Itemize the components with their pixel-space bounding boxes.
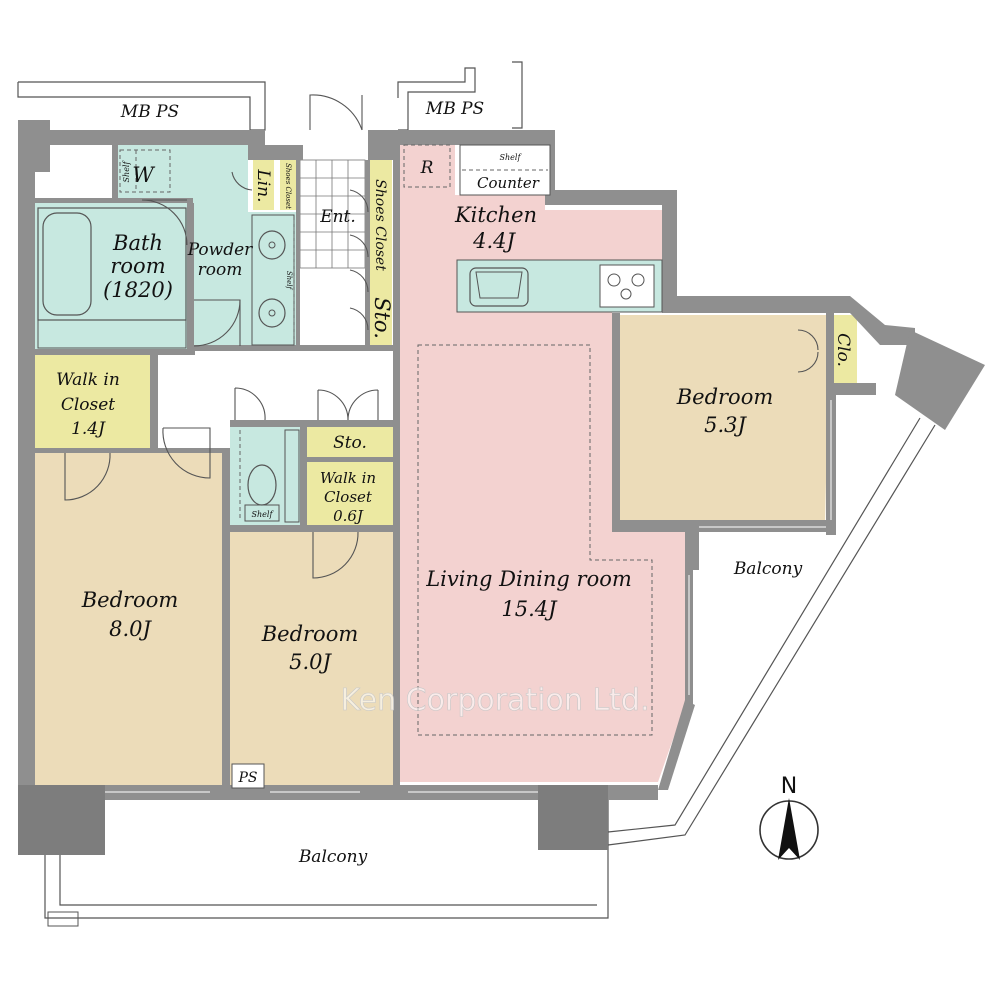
ps-bottom-label: PS <box>237 770 257 786</box>
storage-mid-floor <box>307 427 393 457</box>
refrigerator-space <box>403 144 451 188</box>
wic2-label-line1: Walk in <box>320 469 376 487</box>
mb-ps-left-label: MB PS <box>120 102 179 122</box>
bathtub <box>37 207 187 349</box>
labels: MB PS MB PS W Shelf Bath room (1820) Pow… <box>56 99 853 867</box>
closet-ne-label: Clo. <box>833 333 853 367</box>
walk-in-closet-2-floor <box>307 462 393 525</box>
living-room-dashed-area <box>417 344 653 736</box>
toilet-fixture <box>239 429 300 523</box>
bedroom-sw-name: Bedroom <box>81 588 179 612</box>
shoes-closet-small-label: Shoes Closet <box>284 163 292 209</box>
kitchen-name: Kitchen <box>454 203 537 227</box>
entrance-label: Ent. <box>319 207 356 227</box>
wic1-size: 1.4J <box>71 419 106 439</box>
watermark: Ken Corporation Ltd. <box>341 683 650 718</box>
north-compass: N <box>759 774 819 860</box>
shoes-closet-floor <box>370 160 392 345</box>
toilet-floor <box>230 427 300 525</box>
wic2-size: 0.6J <box>333 507 364 525</box>
walk-in-closet-1-floor <box>35 355 150 448</box>
kitchen-size: 4.4J <box>472 229 516 253</box>
shoes-closet-label: Shoes Closet <box>372 179 388 271</box>
toilet-shelf-label: Shelf <box>252 510 275 519</box>
powder-label-line2: room <box>198 260 243 280</box>
mb-ps-right-label: MB PS <box>425 99 484 119</box>
closet-ne-floor <box>831 315 857 383</box>
powder-shelf-label: Shelf <box>285 271 293 291</box>
compass-label: N <box>781 774 797 799</box>
windows <box>105 400 832 793</box>
bedroom-mid-size: 5.0J <box>289 650 332 674</box>
linen-floor <box>253 160 274 210</box>
bedroom-ne-floor <box>620 315 828 525</box>
bedroom-sw-floor <box>35 453 222 790</box>
kitchen-counter <box>456 144 663 313</box>
washer-space <box>119 149 171 193</box>
ps-box <box>231 763 265 789</box>
wic1-label-line2: Closet <box>61 395 115 415</box>
bath-floor <box>35 203 187 349</box>
wic1-label-line1: Walk in <box>56 370 120 390</box>
powder-sinks <box>251 214 295 346</box>
storage-hall-label: Sto. <box>370 297 394 339</box>
bath-label-line1: Bath <box>112 231 163 255</box>
bedroom-mid-floor <box>230 532 393 790</box>
living-size: 15.4J <box>501 597 558 621</box>
counter-label: Counter <box>477 174 540 192</box>
bedroom-sw-size: 8.0J <box>109 617 152 641</box>
living-name: Living Dining room <box>425 567 632 591</box>
powder-label-line1: Powder <box>187 240 253 260</box>
bath-label-line2: room <box>110 254 165 278</box>
storage-mid-label: Sto. <box>333 433 367 453</box>
bedroom-ne-size: 5.3J <box>704 413 747 437</box>
washer-label: W <box>132 163 156 187</box>
balcony-east-label: Balcony <box>733 559 803 579</box>
bedroom-ne-name: Bedroom <box>676 385 774 409</box>
wic2-label-line2: Closet <box>324 488 373 506</box>
washer-shelf-label: Shelf <box>122 160 131 183</box>
linen-label: Lin. <box>253 168 273 202</box>
kitchen-shelf-label: Shelf <box>500 153 523 162</box>
refrigerator-label: R <box>420 158 434 178</box>
shoes-closet-small-floor <box>280 160 297 210</box>
north-arrow-icon <box>778 798 800 860</box>
balcony-south-label: Balcony <box>298 847 368 867</box>
bath-label-line3: (1820) <box>103 278 173 302</box>
bedroom-mid-name: Bedroom <box>261 622 359 646</box>
